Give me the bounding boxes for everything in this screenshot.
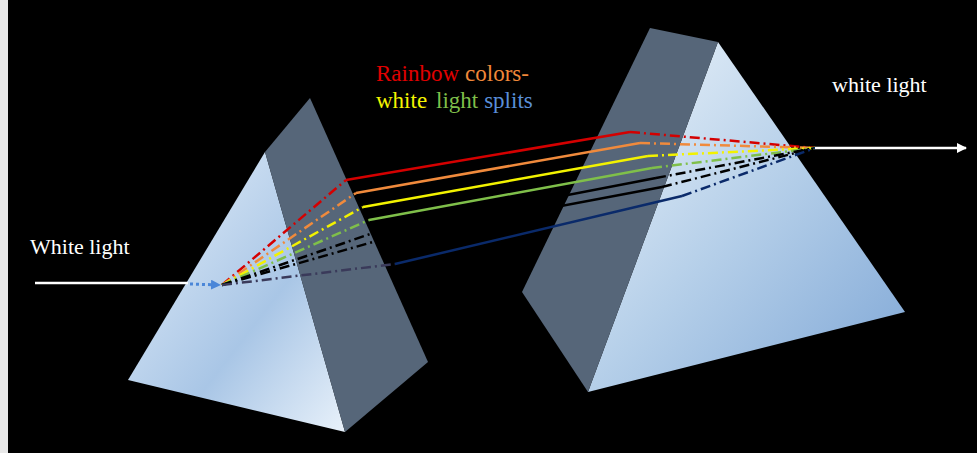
title-word: white bbox=[376, 89, 427, 112]
title-word: splits bbox=[484, 89, 533, 112]
output-label: white light bbox=[832, 74, 927, 96]
title-word: colors- bbox=[465, 62, 529, 85]
input-label: White light bbox=[30, 236, 130, 258]
prism-side bbox=[265, 98, 428, 432]
title-word: Rainbow bbox=[376, 62, 459, 85]
title-word: light bbox=[436, 89, 478, 112]
